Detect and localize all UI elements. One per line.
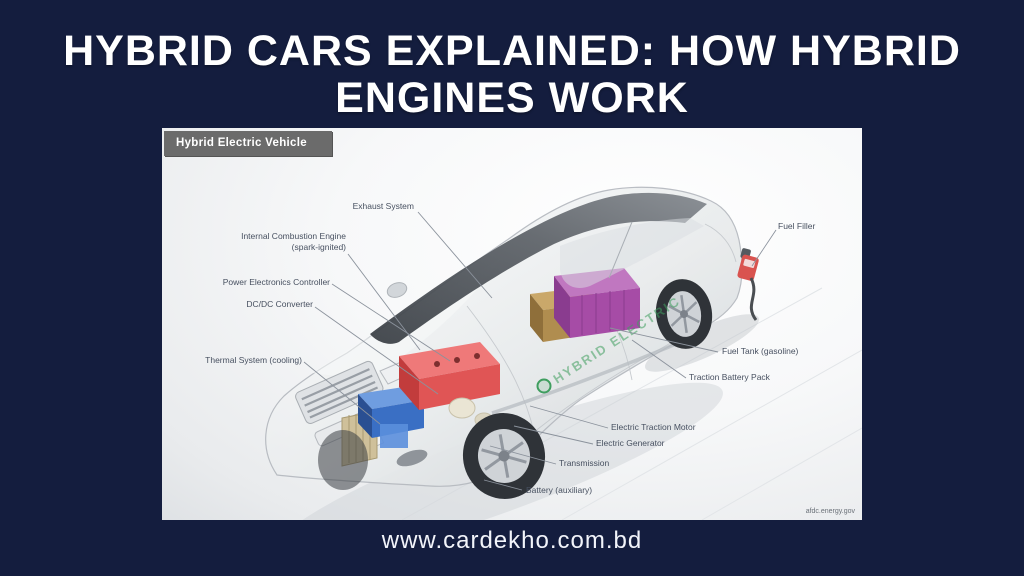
front-left-wheel	[318, 430, 368, 490]
label-exhaust-system: Exhaust System	[352, 201, 414, 211]
fuel-pump-icon	[737, 248, 759, 321]
page-title-line1: HYBRID CARS EXPLAINED: HOW HYBRID	[63, 27, 961, 75]
hev-car-illustration: HYBRID ELECTRIC	[265, 186, 862, 520]
label-auxiliary-battery: Battery (auxiliary)	[526, 485, 593, 495]
diagram-header-bar: Hybrid Electric Vehicle	[164, 131, 332, 156]
label-traction-motor: Electric Traction Motor	[611, 422, 696, 432]
label-fuel-filler: Fuel Filler	[778, 221, 816, 231]
b-pillar	[608, 221, 633, 279]
attribution-text: afdc.energy.gov	[805, 508, 855, 515]
page-title: HYBRID CARS EXPLAINED: HOW HYBRID ENGINE…	[0, 28, 1024, 122]
leader-lines	[303, 211, 777, 491]
side-mirror	[386, 282, 408, 298]
side-window-glass	[560, 218, 704, 289]
label-traction-battery: Traction Battery Pack	[689, 372, 770, 382]
hev-diagram-image: HYBRID ELECTRIC H	[162, 128, 862, 520]
website-url: www.cardekho.com.bd	[381, 527, 643, 554]
label-transmission: Transmission	[559, 458, 610, 468]
label-combustion-engine: Internal Combustion Engine (spark-ignite…	[241, 231, 346, 253]
dcdc-converter-blue-box	[358, 386, 424, 448]
label-thermal-system: Thermal System (cooling)	[205, 355, 302, 365]
front-right-wheel	[462, 413, 546, 499]
label-combustion-engine-line1: Internal Combustion Engine	[241, 231, 346, 241]
page-title-line2: ENGINES WORK	[335, 74, 689, 122]
rear-right-wheel	[655, 279, 713, 349]
label-combustion-engine-line2: (spark-ignited)	[291, 242, 346, 252]
fog-intake	[396, 449, 428, 467]
label-fuel-tank: Fuel Tank (gasoline)	[722, 346, 799, 356]
diagram-header-label: Hybrid Electric Vehicle	[176, 137, 307, 149]
label-power-electronics: Power Electronics Controller	[222, 277, 330, 287]
label-dcdc-converter: DC/DC Converter	[246, 299, 313, 309]
label-electric-generator: Electric Generator	[596, 438, 665, 448]
